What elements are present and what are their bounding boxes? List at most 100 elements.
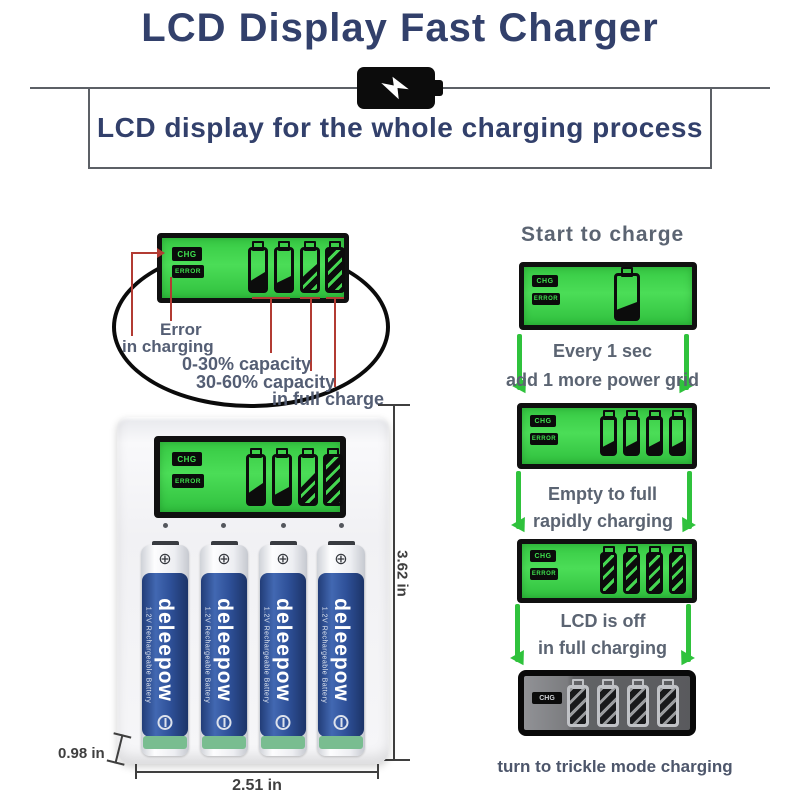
flow-step2-line1: Empty to full <box>548 484 657 504</box>
battery-gauge-mid <box>298 454 318 506</box>
battery-icon <box>357 67 443 109</box>
battery-gauge-low-2 <box>274 247 294 293</box>
lightning-icon <box>381 76 409 100</box>
battery-green-band <box>202 736 246 749</box>
callout-label-error-1: Error <box>160 320 202 339</box>
battery-green-band <box>143 736 187 749</box>
flow-lcd-start: CHG ERROR <box>519 262 697 330</box>
callout-label-capacity-full: in full charge <box>272 389 385 409</box>
down-arrow-icon <box>686 604 691 662</box>
callout-line-chg-v <box>131 252 133 336</box>
zoomed-lcd: CHG ERROR <box>157 233 349 303</box>
dimension-width-line <box>136 771 378 773</box>
callout-line-full-v <box>334 297 336 387</box>
flow-footer: turn to trickle mode charging <box>497 757 733 776</box>
flow-lcd-off: CHG <box>518 670 696 736</box>
callout-line-chg <box>131 252 159 254</box>
divider-line-right <box>712 87 770 89</box>
battery-cell-1: ⊕ deleepow 1.2V Rechargeable Battery <box>141 545 189 756</box>
chg-indicator: CHG <box>530 415 556 427</box>
plus-terminal-icon: ⊕ <box>276 551 290 568</box>
chg-indicator: CHG <box>532 275 558 287</box>
callout-line-mid-v <box>310 297 312 371</box>
battery-gauge-low-1 <box>248 247 268 293</box>
dimension-height-tick-bottom <box>384 759 410 761</box>
chg-indicator: CHG <box>532 692 562 704</box>
minus-terminal-icon <box>333 715 349 730</box>
slot-contact <box>328 541 355 548</box>
chg-indicator: CHG <box>530 550 556 562</box>
error-indicator: ERROR <box>530 568 558 580</box>
slot-contact <box>211 541 238 548</box>
battery-gauge-low-2 <box>272 454 292 506</box>
flow-step1-line2: add 1 more power grid <box>505 370 700 390</box>
minus-terminal-icon <box>216 715 232 730</box>
battery-gauge-off <box>627 685 649 727</box>
battery-gauge-full <box>323 454 343 506</box>
plus-terminal-icon: ⊕ <box>217 551 231 568</box>
callout-label-capacity-mid: 30-60% capacity <box>196 372 336 392</box>
battery-gauge-off <box>597 685 619 727</box>
callout-label-capacity-low: 0-30% capacity <box>182 354 312 374</box>
spec-label: 1.2V Rechargeable Battery <box>203 606 211 704</box>
plus-terminal-icon: ⊕ <box>158 551 172 568</box>
spec-label: 1.2V Rechargeable Battery <box>320 606 328 704</box>
minus-terminal-icon <box>275 715 291 730</box>
battery-gauge-mid <box>300 247 320 293</box>
channel-indicator-dot <box>339 523 344 528</box>
channel-indicator-dot <box>281 523 286 528</box>
brand-label: deleepow <box>213 598 236 702</box>
callout-line-error <box>170 277 172 321</box>
chg-indicator: CHG <box>172 452 202 466</box>
battery-cell-4: ⊕ deleepow 1.2V Rechargeable Battery <box>317 545 365 756</box>
chg-indicator: CHG <box>172 247 202 261</box>
slot-contact <box>152 541 179 548</box>
dimension-depth-label: 0.98 in <box>58 745 105 762</box>
flow-lcd-full: CHG ERROR <box>517 539 697 603</box>
error-indicator: ERROR <box>532 293 560 305</box>
down-arrow-icon <box>687 471 692 529</box>
battery-gauge-full <box>669 552 686 594</box>
battery-gauge-off <box>657 685 679 727</box>
dimension-height-label: 3.62 in <box>393 550 411 597</box>
flow-step3-line2: in full charging <box>538 638 667 658</box>
battery-gauge-low-1 <box>246 454 266 506</box>
flow-heading: Start to charge <box>521 223 685 246</box>
battery-gauge-start <box>614 273 640 321</box>
plus-terminal-icon: ⊕ <box>334 551 348 568</box>
down-arrow-icon <box>516 471 521 529</box>
battery-gauge-full <box>325 247 345 293</box>
error-indicator: ERROR <box>530 433 558 445</box>
spec-label: 1.2V Rechargeable Battery <box>144 606 152 704</box>
battery-gauge-full <box>600 552 617 594</box>
flow-step2-line2: rapidly charging <box>532 511 674 531</box>
down-arrow-icon <box>517 334 522 390</box>
battery-green-band <box>261 736 305 749</box>
battery-label: deleepow 1.2V Rechargeable Battery <box>201 573 247 737</box>
callout-line-low-v <box>270 297 272 353</box>
battery-gauge <box>646 416 663 456</box>
battery-gauge <box>600 416 617 456</box>
flow-step3-line1: LCD is off <box>560 611 646 631</box>
brand-label: deleepow <box>330 598 353 702</box>
brand-label: deleepow <box>272 598 295 702</box>
spec-label: 1.2V Rechargeable Battery <box>262 606 270 704</box>
down-arrow-icon <box>684 334 689 390</box>
battery-cell-2: ⊕ deleepow 1.2V Rechargeable Battery <box>200 545 248 756</box>
divider-line-left <box>30 87 88 89</box>
callout-label-error-2: in charging <box>122 337 214 356</box>
slot-contact <box>270 541 297 548</box>
battery-gauge <box>623 416 640 456</box>
brand-label: deleepow <box>154 598 177 702</box>
battery-green-band <box>319 736 363 749</box>
dimension-width-tick-right <box>377 764 379 779</box>
charger-lcd: CHG ERROR <box>154 436 346 518</box>
battery-gauge-full <box>623 552 640 594</box>
battery-label: deleepow 1.2V Rechargeable Battery <box>260 573 306 737</box>
callout-arrow-chg <box>157 248 170 258</box>
subtitle: LCD display for the whole charging proce… <box>97 112 703 143</box>
error-indicator: ERROR <box>172 265 204 278</box>
flow-lcd-charging: CHG ERROR <box>517 403 697 469</box>
battery-gauge-full <box>646 552 663 594</box>
